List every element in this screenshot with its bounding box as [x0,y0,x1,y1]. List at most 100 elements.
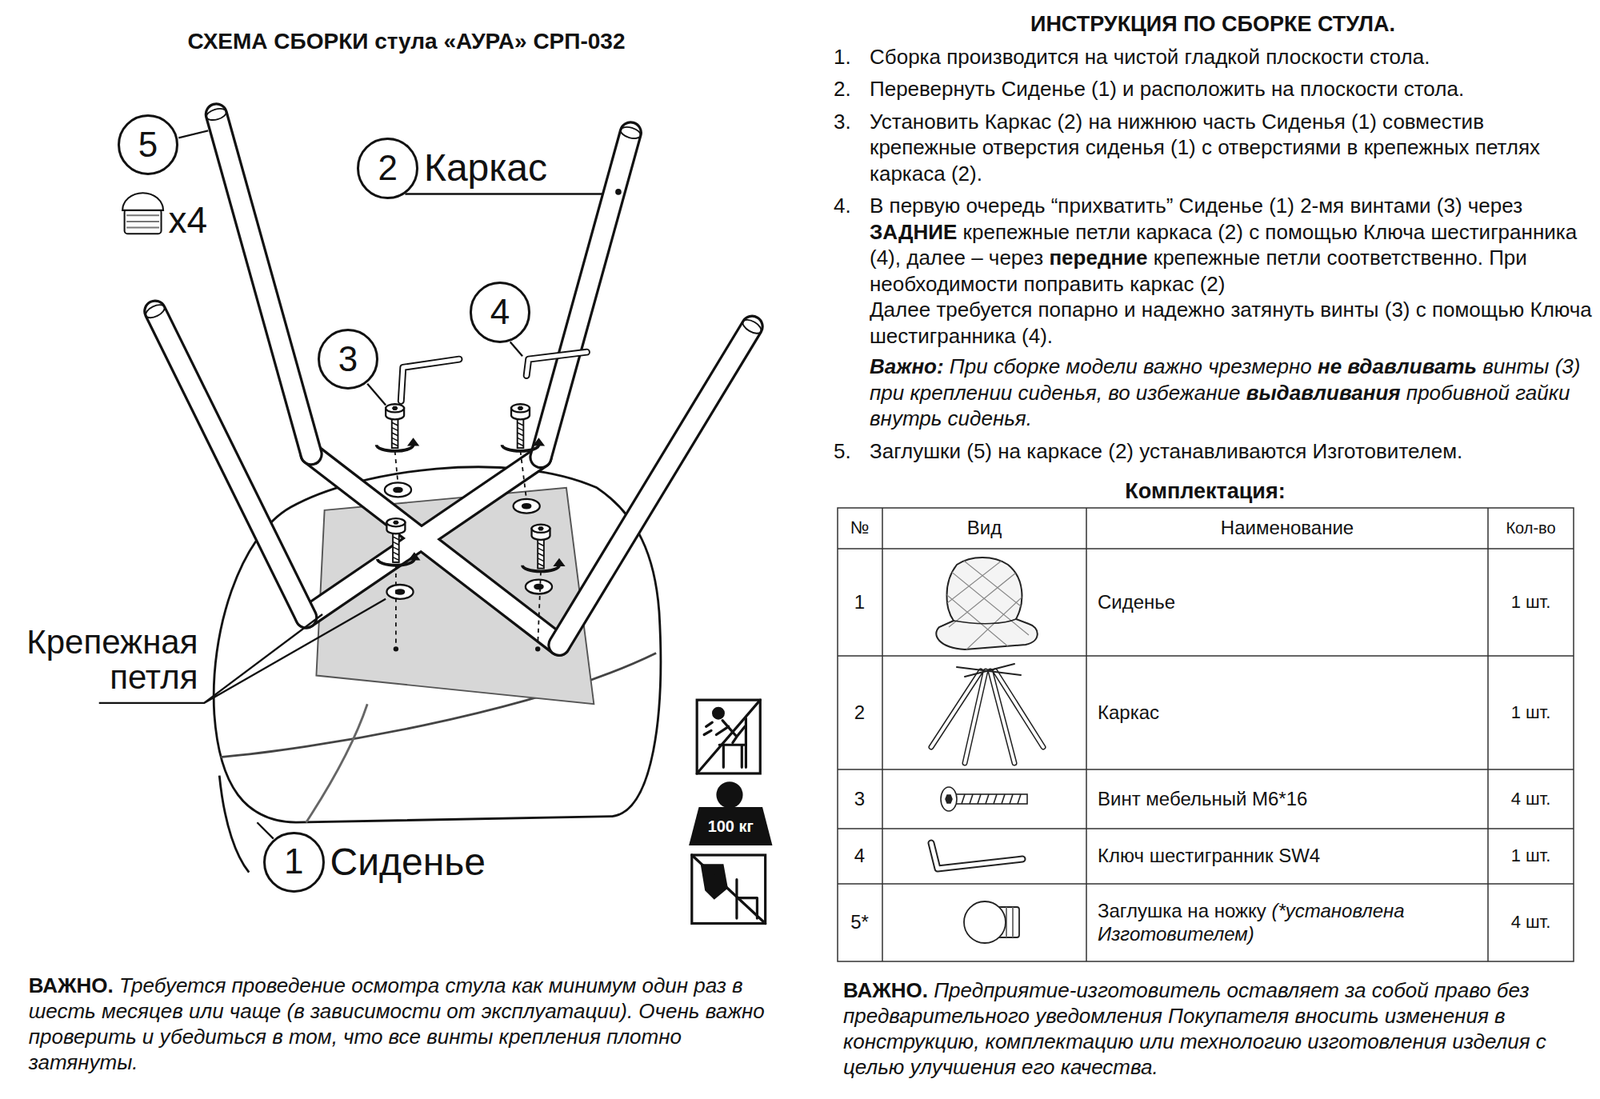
screw-symbol [376,404,420,452]
step-paragraph: Заглушки (5) на каркасе (2) устанавливаю… [869,438,1592,465]
step-text: В первую очередь “прихватить” Сиденье (1… [869,193,1523,218]
hex-key [400,359,460,401]
chair-frame [619,124,642,140]
table-grid [837,508,1574,962]
step-text: Далее требуется попарно и надежно затяну… [869,297,1592,348]
step-text: ЗАДНИЕ [869,220,957,244]
table-cell: № [850,517,870,538]
table-grid [837,508,1574,962]
parts-table-grid [836,507,1576,965]
seat-picture [932,555,1038,652]
step-paragraph: В первую очередь “прихватить” Сиденье (1… [869,192,1592,297]
callout-number: 5 [138,124,158,166]
table-cell: Винт мебельный М6*16 [1086,769,1488,829]
callout-circle: 2Каркас [356,137,419,200]
table-cell-text: 4 шт. [1511,912,1552,933]
frame-picture [931,671,1044,764]
mounting-loop [393,488,402,492]
note-text-block: ВАЖНО. Требуется проведение осмотра стул… [28,972,773,1076]
table-cell: 3 [854,788,865,810]
table-cell: Вид [882,507,1087,549]
table-cell-text: Ключ шестигранник SW4 [1097,844,1320,868]
frame-picture [931,664,1044,764]
weight-limit-icon [716,781,743,808]
hex-key-picture [931,843,1023,869]
table-cell: 1 шт. [1511,702,1552,723]
leg-cap-icon [122,192,164,211]
step-number-block: 2. [833,76,852,103]
table-cell: 3 [836,769,883,829]
step-paragraph: Перевернуть Сиденье (1) и расположить на… [869,76,1592,103]
part-name: Каркас [424,146,548,191]
chair-frame [144,302,168,321]
leg-cap-picture [964,901,1006,944]
table-cell: 4 шт. [1488,769,1574,829]
table-grid [837,508,1574,962]
hex-key [526,352,587,376]
step-text: передние [1048,245,1148,270]
step-number: 3. [833,109,852,134]
table-cell: № [836,507,883,549]
step-text: не вдавливать [1317,354,1477,379]
note-text-block: ВАЖНО. Предприятие-изготовитель оставляе… [843,977,1568,1080]
no-standing-icon [713,708,724,719]
part-name: Крепежная петля [26,623,198,696]
chair-frame [204,106,228,122]
step-text: Заглушки (5) на каркасе (2) устанавливаю… [869,439,1463,464]
table-cell-text: 2 [854,701,865,725]
note-text: ВАЖНО. [843,978,928,1003]
table-cell: Винт мебельный М6*16 [1097,788,1308,810]
step-paragraph: Сборка производится на чистой гладкой пл… [869,44,1592,71]
step-text: Перевернуть Сиденье (1) и расположить на… [869,76,1464,101]
no-leaning-icon [692,855,766,924]
table-cell-text: 1 шт. [1511,702,1552,724]
screw-picture [955,794,1028,804]
table-cell: 4 шт. [1488,884,1574,962]
callout-circle: 3 [317,328,380,391]
callout-circle: 1Сиденье [263,832,325,894]
table-cell: Сиденье [1086,548,1488,656]
step-item: 1.Сборка производится на чистой гладкой … [833,44,1592,71]
table-cell-text: 4 [854,844,865,868]
leader-line [367,384,386,406]
screw-symbol [376,404,566,572]
note-text: Требуется проведение осмотра стула как м… [28,973,765,1075]
table-cell: 4 шт. [1511,788,1552,809]
callout-circle: 5 [117,114,180,176]
table-cell: 1 [836,548,883,656]
chair-frame [155,114,752,645]
step-text: выдавливания [1246,380,1401,405]
chair-frame [306,454,560,646]
table-cell-text: 4 шт. [1511,788,1552,810]
table-cell-text: Сиденье [1097,591,1176,615]
part-name: Сиденье [330,840,486,884]
weight-label: 100 кг [708,817,754,836]
table-cell-text: Заглушка на ножку (*установлена Изготови… [1097,900,1477,947]
table-cell: Кол-во [1505,519,1556,537]
step-text: При сборке модели важно чрезмерно [949,354,1312,379]
chair-seat [219,776,249,873]
leader-line [510,341,523,356]
step-paragraph: Важно: При сборке модели важно чрезмерно… [869,353,1592,432]
weight-limit-icon [716,781,743,808]
table-cell-text: 1 [854,591,865,615]
screw-picture [940,787,957,812]
table-cell-text: Вид [967,516,1002,540]
instruction-column: ИНСТРУКЦИЯ ПО СБОРКЕ СТУЛА.1.Сборка прои… [833,11,1592,464]
screw-picture [940,787,1028,812]
plate-hole [535,646,540,652]
leader-line [178,130,208,138]
step-number-block: 4. [833,192,852,220]
frame-picture [931,671,1044,764]
table-cell: Ключ шестигранник SW4 [1097,844,1320,867]
seat-picture [936,557,1037,650]
no-standing-icon [696,700,760,774]
weight-limit-badge: 100 кг [688,807,773,846]
note-text: ВАЖНО. [28,973,114,998]
table-cell: 1 шт. [1511,845,1552,866]
chair-frame [306,454,560,646]
table-cell: 1 шт. [1488,656,1574,770]
step-item: 2. Перевернуть Сиденье (1) и расположить … [833,76,1592,103]
table-cell: Ключ шестигранник SW4 [1086,828,1488,884]
no-leaning-icon [692,855,766,924]
